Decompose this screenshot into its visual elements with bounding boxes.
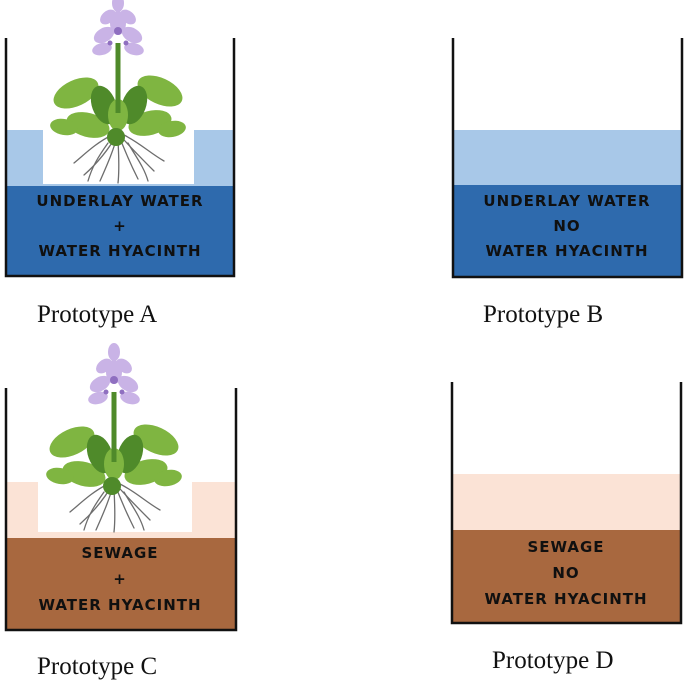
prototype-a-label: Prototype A bbox=[37, 301, 158, 328]
tank-text-line3: WATER HYACINTH bbox=[484, 590, 647, 608]
prototype-c: SEWAGE + WATER HYACINTH bbox=[4, 342, 238, 632]
prototype-c-label: Prototype C bbox=[37, 653, 158, 680]
tank-text-line2: NO bbox=[552, 564, 579, 582]
tank-text-line1: SEWAGE bbox=[527, 538, 604, 556]
tank-text-line1: UNDERLAY WATER bbox=[36, 192, 203, 210]
tank-text-line2: NO bbox=[553, 217, 580, 235]
liquid-body bbox=[452, 530, 681, 623]
prototype-b: UNDERLAY WATER NO WATER HYACINTH bbox=[451, 38, 684, 279]
liquid-body bbox=[6, 186, 233, 276]
liquid-body bbox=[6, 538, 236, 630]
tank-text-line1: SEWAGE bbox=[81, 544, 158, 562]
prototype-d-label: Prototype D bbox=[492, 647, 614, 674]
liquid-surface-layer bbox=[453, 130, 682, 185]
liquid-surface-layer bbox=[452, 474, 681, 530]
prototype-b-label: Prototype B bbox=[483, 301, 604, 328]
tank-text-line3: WATER HYACINTH bbox=[38, 242, 201, 260]
tank-text-line2: + bbox=[113, 570, 127, 588]
prototype-d: SEWAGE NO WATER HYACINTH bbox=[450, 382, 683, 625]
tank-outline bbox=[451, 38, 684, 279]
tank-text-line3: WATER HYACINTH bbox=[485, 242, 648, 260]
prototype-a: UNDERLAY WATER + WATER HYACINTH bbox=[4, 0, 236, 278]
tank-outline bbox=[4, 38, 236, 278]
tank-text-line3: WATER HYACINTH bbox=[38, 596, 201, 614]
tank-text-line2: + bbox=[113, 217, 127, 235]
liquid-body bbox=[453, 185, 682, 277]
tank-outline bbox=[450, 382, 683, 625]
tank-outline bbox=[4, 388, 238, 632]
tank-text-line1: UNDERLAY WATER bbox=[483, 192, 650, 210]
